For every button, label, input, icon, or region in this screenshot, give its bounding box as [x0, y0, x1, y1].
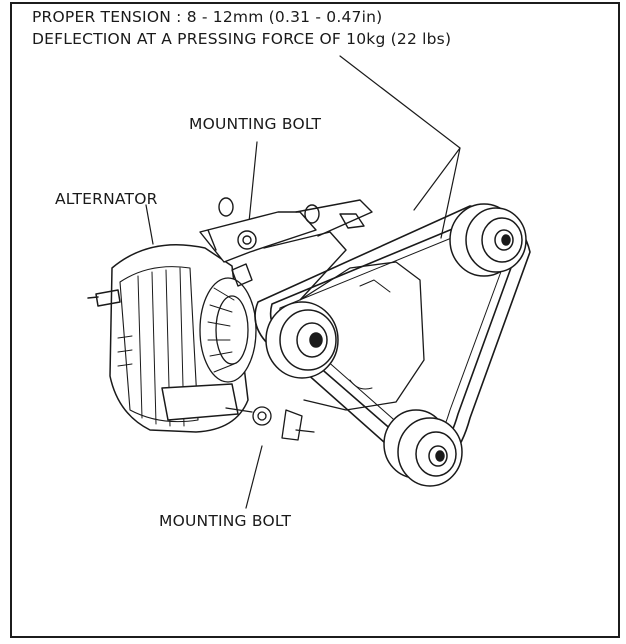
leader-mount-bottom	[245, 445, 263, 509]
center-pulley	[265, 301, 339, 379]
upper-right-pulley	[449, 203, 527, 277]
alternator-fan	[199, 277, 257, 383]
mounting-bolt-top-label: MOUNTING BOLT	[189, 115, 322, 133]
engine-housing	[225, 261, 425, 441]
deflection-spec-line: DEFLECTION AT A PRESSING FORCE OF 10kg (…	[32, 30, 452, 48]
leader-alternator	[145, 204, 154, 245]
lower-right-pulley	[383, 409, 463, 487]
top-mount-bolt	[237, 230, 257, 250]
leader-mount-top	[247, 141, 258, 233]
alternator-label: ALTERNATOR	[55, 190, 158, 208]
mounting-bolt-bottom-label: MOUNTING BOLT	[159, 512, 292, 530]
leader-tension-to-belt	[339, 55, 461, 211]
tension-spec-line: PROPER TENSION : 8 - 12mm (0.31 - 0.47in…	[32, 8, 383, 26]
leader-lines	[145, 55, 461, 509]
bottom-mount-bolt	[252, 406, 272, 426]
leader-tension-to-belt-2	[440, 147, 461, 239]
mounting-bracket	[199, 197, 373, 301]
